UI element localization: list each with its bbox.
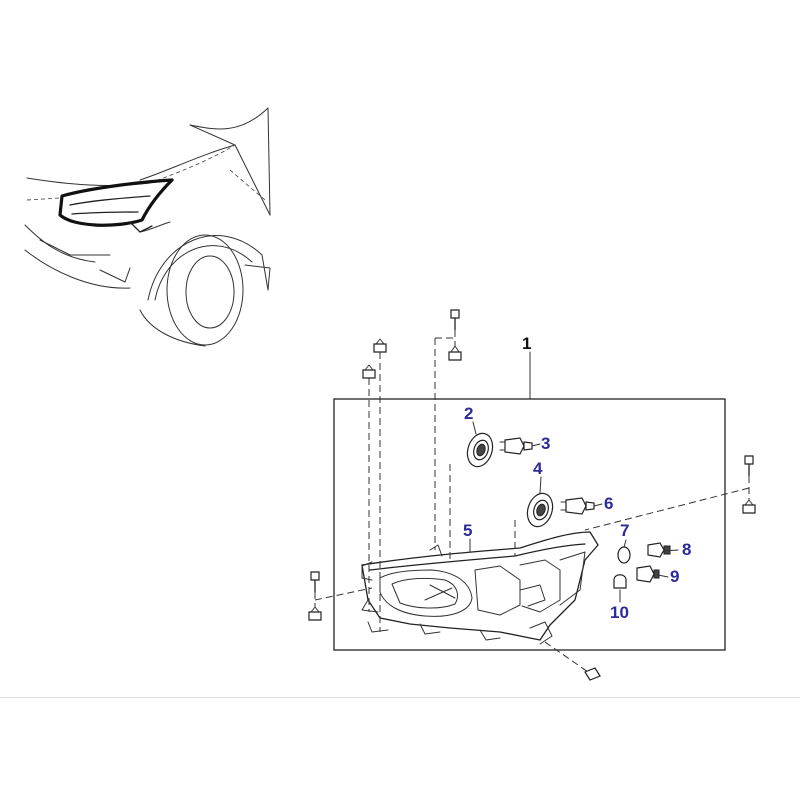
wedge-bulb (613, 574, 627, 589)
clip-left-lower (362, 364, 376, 379)
mounting-bolt-left (310, 571, 320, 593)
clip-left-upper (373, 338, 387, 353)
assembly-frame (333, 398, 726, 651)
footer-divider (0, 697, 800, 698)
clip-left-bottom (308, 606, 322, 621)
seal-ring-upper (466, 432, 494, 468)
bulb-upper (499, 437, 533, 455)
socket-side (647, 542, 671, 558)
seal-ring-lower (526, 492, 554, 528)
bulb-lower (560, 497, 595, 515)
callout-4: 4 (533, 459, 543, 478)
callout-5: 5 (463, 521, 472, 540)
socket (636, 565, 660, 583)
headlamp-housing (361, 531, 599, 645)
callout-10: 10 (610, 603, 629, 622)
callout-6: 6 (604, 494, 613, 513)
callout-7: 7 (620, 521, 629, 540)
vehicle-front-illustration (24, 107, 271, 347)
callout-3: 3 (541, 434, 550, 453)
clip-right (742, 499, 756, 514)
mounting-bolt-right (744, 455, 754, 477)
callout-1: 1 (522, 334, 531, 353)
callout-labels: 2 3 4 5 6 7 8 9 10 (463, 404, 691, 622)
callout-2: 2 (464, 404, 473, 423)
callout-8: 8 (682, 540, 691, 559)
mounting-bolt-top (450, 309, 460, 331)
callout-9: 9 (670, 567, 679, 586)
mounting-bolt-bottom (584, 667, 601, 681)
clip-nut-top (448, 345, 462, 361)
small-bulb (617, 539, 631, 564)
